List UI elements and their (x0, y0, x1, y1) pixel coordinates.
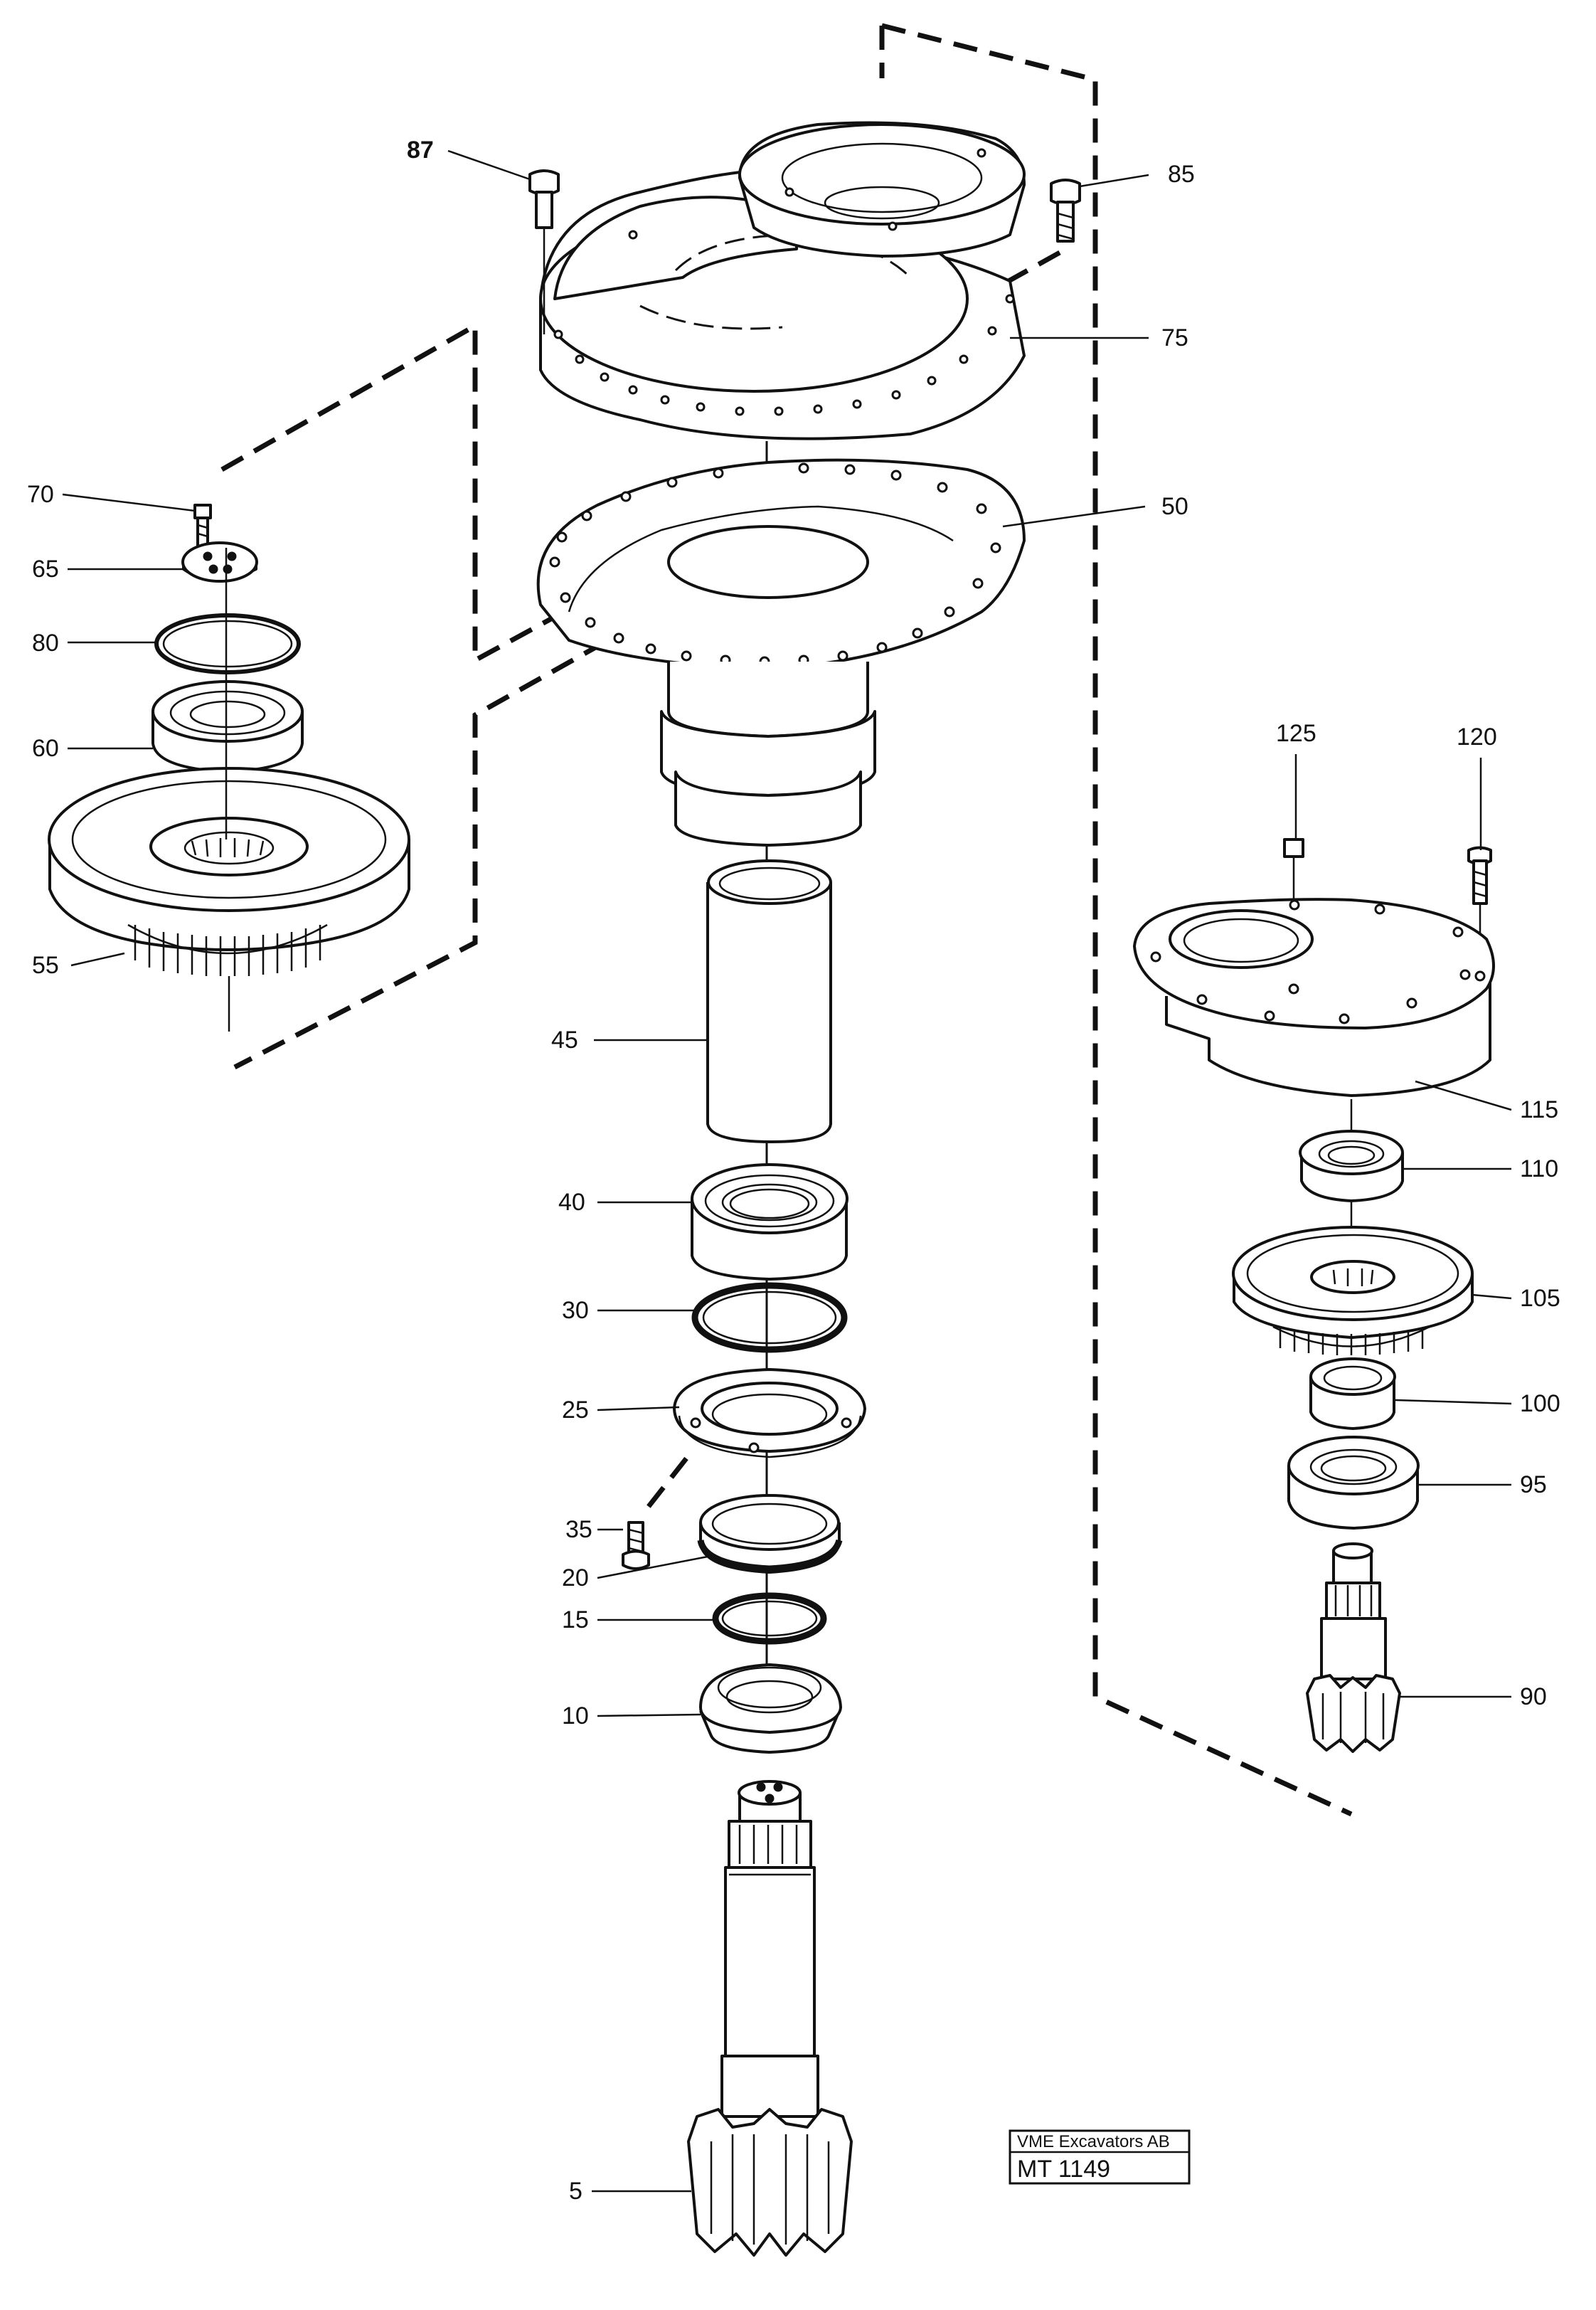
label-90: 90 (1520, 1683, 1547, 1710)
bushing-100 (1309, 1357, 1396, 1430)
label-120: 120 (1457, 724, 1497, 751)
label-30: 30 (562, 1297, 589, 1324)
label-5: 5 (569, 2178, 582, 2205)
flange-bolt-holes (549, 462, 1001, 667)
label-125: 125 (1276, 720, 1316, 747)
bolt-70 (193, 504, 212, 548)
pinion-shaft-5 (687, 1780, 853, 2257)
label-45: 45 (551, 1027, 578, 1054)
label-95: 95 (1520, 1471, 1547, 1498)
bolt-85 (1050, 179, 1081, 243)
label-20: 20 (562, 1564, 589, 1591)
part-labels: 87 85 75 70 65 80 60 55 50 45 40 30 25 3… (27, 137, 1560, 2205)
label-35: 35 (565, 1516, 592, 1543)
bearing-110 (1299, 1130, 1404, 1245)
label-87: 87 (407, 137, 434, 164)
housing-bolt-holes (553, 148, 1015, 416)
label-50: 50 (1161, 493, 1188, 520)
label-80: 80 (32, 630, 59, 657)
drawing-stamp: VME Excavators AB MT 1149 (1009, 2129, 1191, 2185)
washer-65 (181, 541, 258, 583)
bolt-87 (528, 169, 560, 334)
label-85: 85 (1168, 161, 1195, 188)
gear-105 (1232, 1226, 1474, 1355)
label-40: 40 (558, 1189, 585, 1216)
tube (706, 859, 832, 1143)
stamp-company: VME Excavators AB (1017, 2132, 1170, 2151)
label-65: 65 (32, 556, 59, 583)
gear-55 (48, 767, 410, 1032)
label-15: 15 (562, 1606, 589, 1633)
dashed-line-bolt-35 (645, 1456, 688, 1510)
snap-ring-15 (712, 1592, 827, 1645)
label-75: 75 (1161, 324, 1188, 351)
bearing-cone-10 (699, 1663, 842, 1754)
dashed-line-right (881, 23, 1353, 1817)
seal-20 (697, 1494, 843, 1574)
leader-lines (62, 149, 1512, 2193)
label-10: 10 (562, 1702, 589, 1729)
label-105: 105 (1520, 1285, 1560, 1312)
label-100: 100 (1520, 1390, 1560, 1417)
label-25: 25 (562, 1397, 589, 1424)
label-55: 55 (32, 952, 59, 979)
flange-plate (536, 458, 1026, 847)
upper-housing (539, 121, 1026, 440)
bolt-35 (622, 1521, 650, 1570)
label-115: 115 (1520, 1096, 1558, 1123)
bearing-95 (1287, 1436, 1420, 1530)
o-ring-30 (691, 1282, 848, 1353)
pinion-90 (1306, 1542, 1401, 1753)
ring-80 (154, 613, 301, 674)
flanged-ring-25 (673, 1368, 866, 1458)
label-70: 70 (27, 481, 54, 508)
label-60: 60 (32, 735, 59, 762)
bearing-40 (691, 1163, 848, 1281)
bearing-60 (151, 680, 304, 773)
label-110: 110 (1520, 1155, 1558, 1182)
stamp-code: MT 1149 (1017, 2156, 1110, 2183)
cover-115 (1133, 898, 1495, 1153)
